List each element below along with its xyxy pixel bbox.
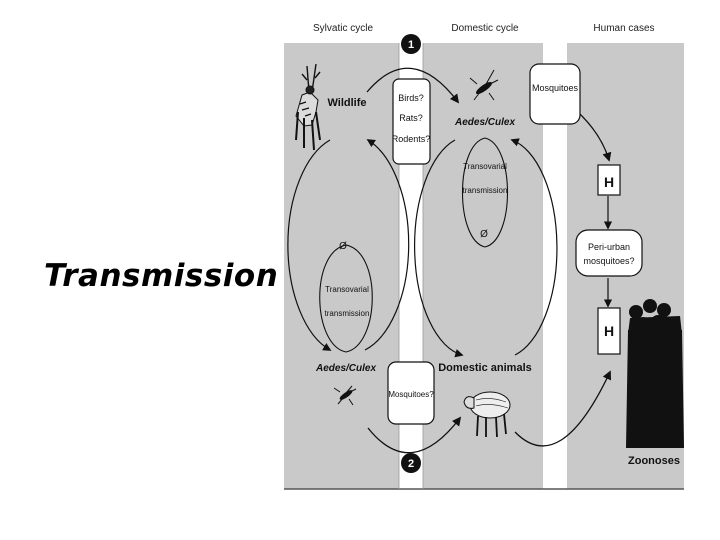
human-heading: Human cases — [593, 23, 654, 34]
domestic-animals-label: Domestic animals — [438, 362, 532, 374]
bridge-hosts-box — [392, 78, 431, 165]
step-1-marker — [401, 34, 421, 54]
domestic-mosquito-icon — [469, 69, 499, 101]
deer-icon — [295, 63, 321, 151]
arrow-wildlife-to-domestic — [366, 67, 460, 104]
slide-title: Transmission — [44, 258, 279, 294]
sylvatic-vector-label: Aedes/Culex — [315, 363, 376, 374]
bridge-rats: Rats? — [399, 113, 423, 123]
mosquitoes-box — [529, 63, 581, 125]
bridge-birds: Birds? — [398, 93, 424, 103]
arrow-vector-to-animals — [367, 416, 462, 454]
domestic-vector-label: Aedes/Culex — [454, 117, 515, 128]
crowd-icon — [626, 299, 684, 448]
mosquitoes-label: Mosquitoes — [532, 83, 579, 93]
h-box-bottom — [597, 307, 621, 355]
arrow-animals-to-zoonoses — [514, 370, 612, 447]
sylvatic-cycle-loop — [287, 139, 332, 351]
sheep-icon — [463, 391, 511, 438]
wildlife-label: Wildlife — [327, 97, 366, 109]
periurban-line1: Peri-urban — [588, 242, 630, 252]
step-1-label: 1 — [408, 39, 414, 51]
domestic-cycle-loop — [414, 139, 464, 358]
sylvatic-heading: Sylvatic cycle — [313, 23, 373, 34]
sylvatic-transovarial-2: transmission — [325, 309, 370, 318]
mosquito-icon — [333, 385, 357, 406]
sylvatic-egg-symbol: Ø — [339, 241, 347, 252]
domestic-heading: Domestic cycle — [451, 23, 519, 34]
bridge-mosquitoes-label: Mosquitoes? — [388, 390, 434, 399]
periurban-line2: mosquitoes? — [583, 256, 634, 266]
zoonoses-label: Zoonoses — [628, 455, 680, 467]
domestic-panel — [423, 43, 543, 489]
domestic-transovarial-1: Transovarial — [463, 162, 507, 171]
sylvatic-transovarial-1: Transovarial — [325, 285, 369, 294]
h-label-top: H — [604, 174, 614, 190]
h-label-bottom: H — [604, 323, 614, 339]
step-2-label: 2 — [408, 458, 414, 470]
domestic-transovarial-loop — [462, 137, 508, 248]
bridge-mosquitoes-box — [387, 361, 435, 425]
step-2-marker — [401, 453, 421, 473]
sylvatic-transovarial-loop — [319, 244, 373, 353]
domestic-egg-symbol: Ø — [480, 229, 488, 240]
h-box-top — [597, 164, 621, 196]
domestic-transovarial-2: transmission — [463, 186, 508, 195]
bridge-rodents: Rodents? — [392, 134, 431, 144]
periurban-box — [575, 229, 643, 277]
